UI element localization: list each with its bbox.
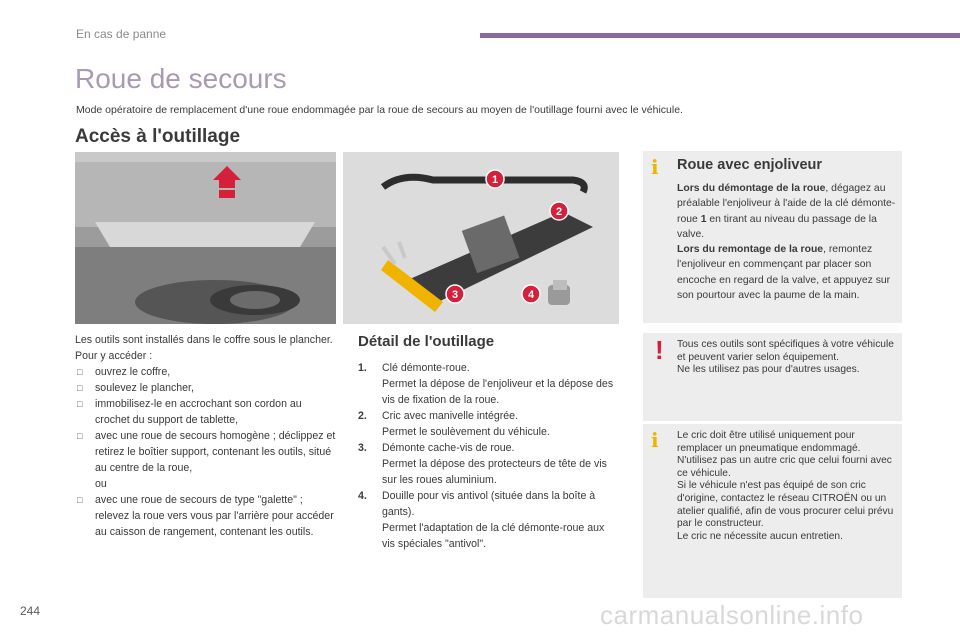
- info-icon: i: [651, 428, 659, 452]
- list-item: □immobilisez-le en accrochant son cordon…: [77, 398, 302, 426]
- list-item: □ouvrez le coffre,: [77, 366, 171, 378]
- callout-4: 4: [521, 284, 541, 304]
- callout-3: 3: [445, 284, 465, 304]
- access-steps: □ouvrez le coffre, □soulevez le plancher…: [75, 364, 337, 540]
- access-instructions: Les outils sont installés dans le coffre…: [75, 332, 337, 540]
- checkbox-bullet-icon: □: [77, 383, 83, 393]
- callout-2: 2: [549, 201, 569, 221]
- access-line: Pour y accéder :: [75, 350, 153, 362]
- section-accent-bar: [480, 33, 960, 38]
- access-line: Les outils sont installés dans le coffre…: [75, 334, 333, 346]
- list-item: 3. Démonte cache-vis de roue. Permet la …: [358, 442, 607, 486]
- jack-info-text: Le cric doit être utilisé uniquement pou…: [677, 430, 894, 542]
- detail-heading: Détail de l'outillage: [358, 333, 495, 350]
- svg-text:2: 2: [556, 206, 562, 218]
- access-heading: Accès à l'outillage: [75, 126, 241, 147]
- section-title: En cas de panne: [76, 27, 167, 41]
- wheel-cover-text: Lors du démontage de la roue, dégagez au…: [677, 183, 896, 302]
- list-item: 1. Clé démonte-roue. Permet la dépose de…: [358, 362, 614, 406]
- intro-text: Mode opératoire de remplacement d'une ro…: [76, 104, 683, 116]
- list-item: 2. Cric avec manivelle intégrée. Permet …: [358, 410, 550, 438]
- list-item: □soulevez le plancher,: [77, 382, 194, 394]
- page-number: 244: [20, 604, 41, 618]
- checkbox-bullet-icon: □: [77, 399, 83, 409]
- info-icon: i: [651, 155, 659, 179]
- checkbox-bullet-icon: □: [77, 431, 83, 441]
- warning-box: ! Tous ces outils sont spécifiques à vot…: [643, 333, 902, 421]
- list-item: □avec une roue de secours homogène ; déc…: [77, 430, 336, 474]
- checkbox-bullet-icon: □: [77, 367, 83, 377]
- wrench-cap-tool: [381, 241, 443, 312]
- tool-detail-list: 1. Clé démonte-roue. Permet la dépose de…: [358, 360, 620, 552]
- wheel-cover-box: i Roue avec enjoliveur Lors du démontage…: [643, 151, 902, 323]
- svg-text:1: 1: [492, 174, 498, 186]
- watermark: carmanualsonline.info: [600, 600, 864, 630]
- svg-text:4: 4: [528, 289, 535, 301]
- jack-info-box: i Le cric doit être utilisé uniquement p…: [643, 424, 902, 598]
- tools-photo: 1 2 3 4: [343, 152, 619, 324]
- socket-tool: [548, 280, 570, 305]
- callout-1: 1: [485, 169, 505, 189]
- list-item: 4. Douille pour vis antivol (située dans…: [358, 490, 605, 550]
- list-item: ou: [95, 478, 107, 490]
- svg-text:3: 3: [452, 289, 458, 301]
- warning-text: Tous ces outils sont spécifiques à votre…: [677, 339, 894, 376]
- checkbox-bullet-icon: □: [77, 495, 83, 505]
- trunk-photo: [75, 152, 336, 324]
- wheel-cover-heading: Roue avec enjoliveur: [677, 157, 823, 173]
- lift-arrow-icon: [213, 166, 241, 198]
- list-item: □avec une roue de secours de type "galet…: [77, 494, 334, 538]
- page-title: Roue de secours: [75, 63, 287, 94]
- warning-icon: !: [655, 335, 664, 365]
